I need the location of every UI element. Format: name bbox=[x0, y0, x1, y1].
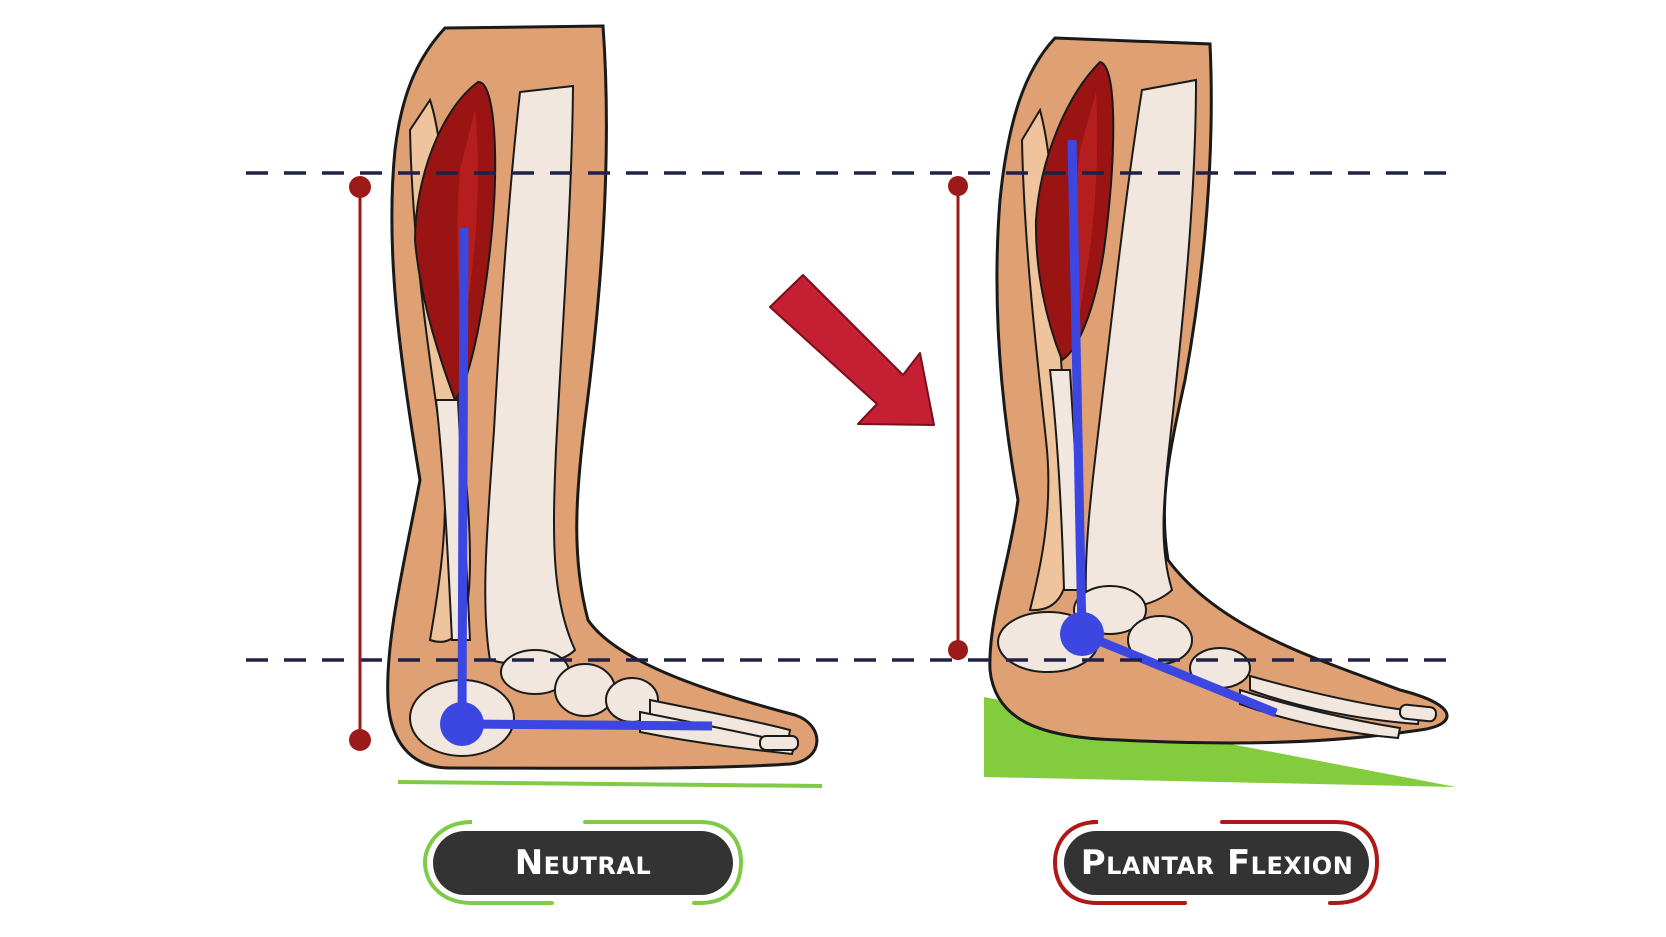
neutral-leg bbox=[388, 26, 822, 786]
neutral-label-text: Neutral bbox=[515, 843, 652, 883]
neutral-ankle-joint bbox=[440, 702, 484, 746]
neutral-ground-line bbox=[398, 782, 822, 786]
neutral-height-marker bbox=[349, 176, 371, 751]
neutral-label: Neutral bbox=[425, 822, 741, 903]
plantar-height-marker bbox=[948, 176, 968, 660]
neutral-axis-horizontal bbox=[462, 724, 712, 726]
neutral-axis-vertical bbox=[462, 228, 464, 724]
plantar-leg bbox=[984, 38, 1456, 787]
plantar-ankle-joint bbox=[1060, 612, 1104, 656]
plantar-flexion-label: Plantar Flexion bbox=[1055, 822, 1377, 903]
plantar-label-text: Plantar Flexion bbox=[1081, 843, 1354, 883]
arrow-down-right-icon bbox=[770, 275, 934, 425]
